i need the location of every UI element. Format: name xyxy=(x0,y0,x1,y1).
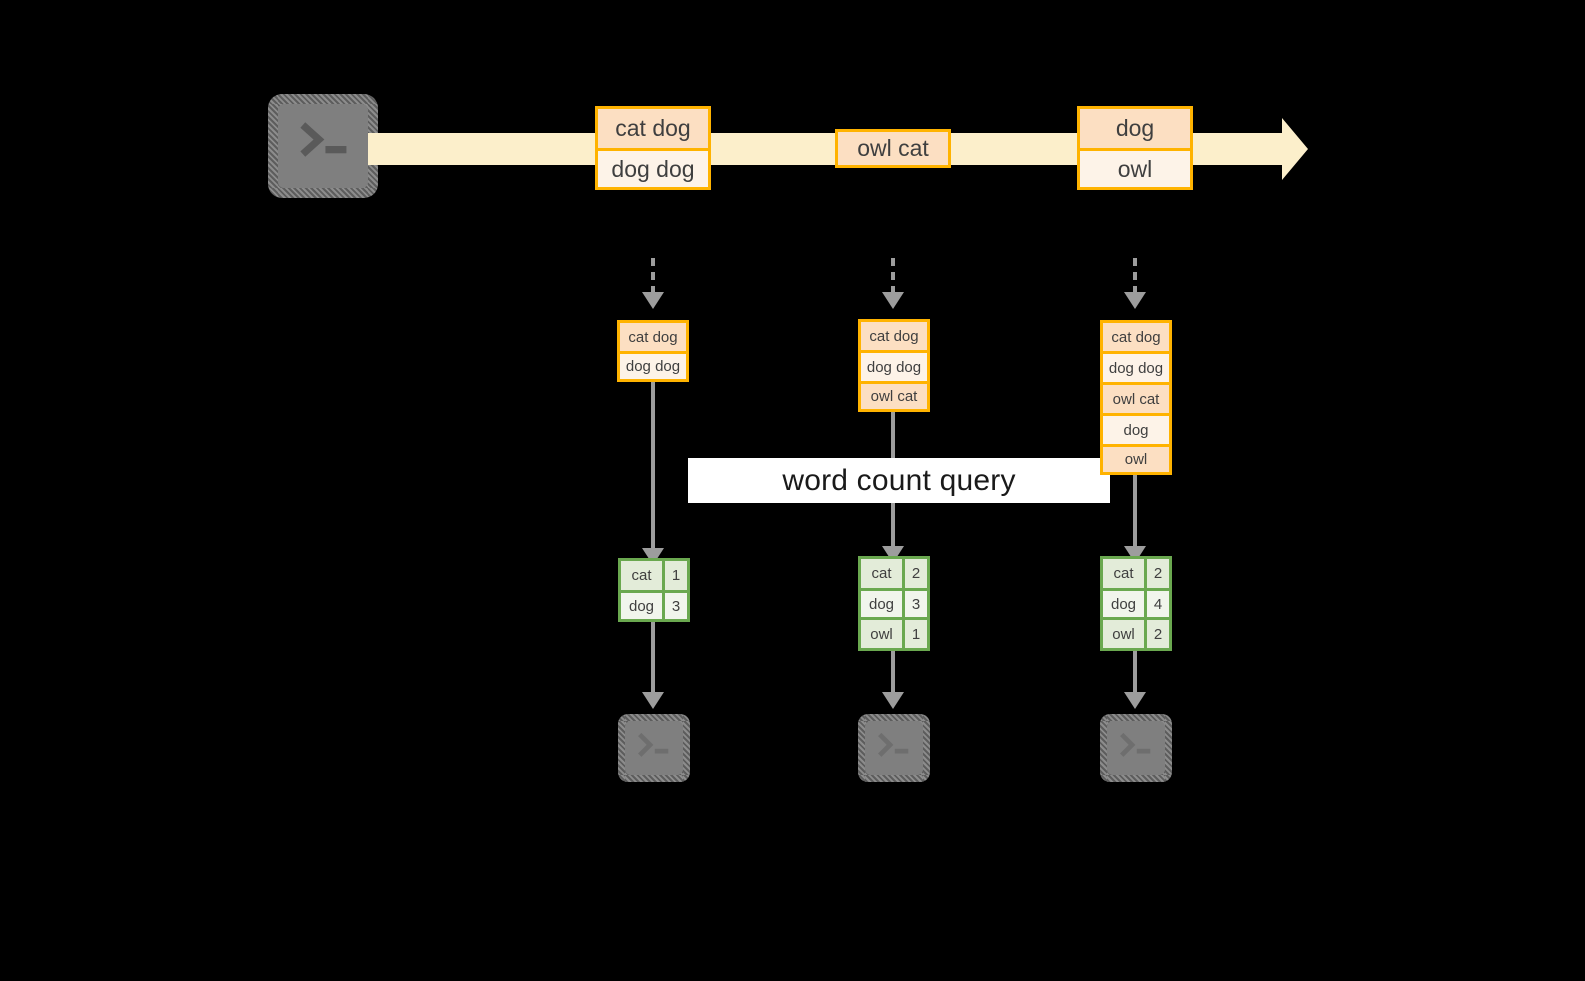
sink-connector-arrowhead xyxy=(882,692,904,709)
icon-body xyxy=(625,721,683,775)
accumulated-event-row: dog dog xyxy=(858,350,930,381)
feed-connector-arrowhead xyxy=(882,292,904,309)
source-terminal-icon xyxy=(268,94,378,198)
accumulated-event-row: owl cat xyxy=(858,381,930,412)
icon-body xyxy=(1107,721,1165,775)
sink-connector-arrowhead xyxy=(1124,692,1146,709)
icon-body xyxy=(278,104,368,188)
sink-connector-line xyxy=(651,622,655,694)
sink-connector-arrowhead xyxy=(642,692,664,709)
stream-event-line: cat dog xyxy=(595,106,711,148)
result-cell-count: 2 xyxy=(1147,559,1169,588)
result-cell-word: owl xyxy=(861,620,902,648)
accumulated-event-row: cat dog xyxy=(1100,320,1172,351)
accumulated-event-row: cat dog xyxy=(858,319,930,350)
query-connector-line xyxy=(1133,474,1137,550)
stream-event-line: dog dog xyxy=(595,148,711,190)
stream-event-line: owl cat xyxy=(835,129,951,168)
result-row-divider xyxy=(621,590,687,593)
sink-terminal-icon xyxy=(1100,714,1172,782)
feed-connector-line xyxy=(891,258,895,294)
result-cell-count: 2 xyxy=(1147,620,1169,648)
feed-connector-line xyxy=(651,258,655,294)
sink-connector-line xyxy=(1133,651,1137,694)
result-row-divider xyxy=(861,588,927,591)
result-cell-word: dog xyxy=(861,591,902,617)
accumulated-event-row: owl xyxy=(1100,444,1172,475)
sink-terminal-icon xyxy=(618,714,690,782)
query-connector-line xyxy=(651,382,655,550)
result-cell-word: dog xyxy=(1103,591,1144,617)
result-row-divider xyxy=(861,617,927,620)
result-column-divider xyxy=(902,559,905,648)
accumulated-event-row: dog dog xyxy=(617,351,689,382)
stream-event-line: owl xyxy=(1077,148,1193,190)
feed-connector-arrowhead xyxy=(642,292,664,309)
result-cell-word: cat xyxy=(621,561,662,590)
result-cell-word: cat xyxy=(1103,559,1144,588)
result-row-divider xyxy=(1103,588,1169,591)
accumulated-event-row: dog xyxy=(1100,413,1172,444)
result-cell-count: 1 xyxy=(665,561,687,590)
sink-terminal-icon xyxy=(858,714,930,782)
accumulated-event-row: cat dog xyxy=(617,320,689,351)
icon-body xyxy=(865,721,923,775)
result-table: cat 2 dog 3 owl 1 xyxy=(858,556,930,651)
result-cell-word: cat xyxy=(861,559,902,588)
feed-connector-line xyxy=(1133,258,1137,294)
result-cell-word: owl xyxy=(1103,620,1144,648)
feed-connector-arrowhead xyxy=(1124,292,1146,309)
result-cell-count: 2 xyxy=(905,559,927,588)
result-cell-count: 4 xyxy=(1147,591,1169,617)
result-cell-word: dog xyxy=(621,593,662,619)
query-label-banner: word count query xyxy=(688,458,1110,503)
result-table: cat 1 dog 3 xyxy=(618,558,690,622)
accumulated-event-row: dog dog xyxy=(1100,351,1172,382)
result-table: cat 2 dog 4 owl 2 xyxy=(1100,556,1172,651)
sink-connector-line xyxy=(891,651,895,694)
result-column-divider xyxy=(1144,559,1147,648)
terminal-prompt-glyph xyxy=(300,122,347,157)
stream-event-line: dog xyxy=(1077,106,1193,148)
result-cell-count: 1 xyxy=(905,620,927,648)
terminal-prompt-glyph xyxy=(878,732,909,757)
terminal-prompt-glyph xyxy=(638,732,669,757)
result-row-divider xyxy=(1103,617,1169,620)
result-cell-count: 3 xyxy=(905,591,927,617)
result-cell-count: 3 xyxy=(665,593,687,619)
terminal-prompt-glyph xyxy=(1120,732,1151,757)
accumulated-event-row: owl cat xyxy=(1100,382,1172,413)
stream-arrow-head xyxy=(1282,118,1308,180)
